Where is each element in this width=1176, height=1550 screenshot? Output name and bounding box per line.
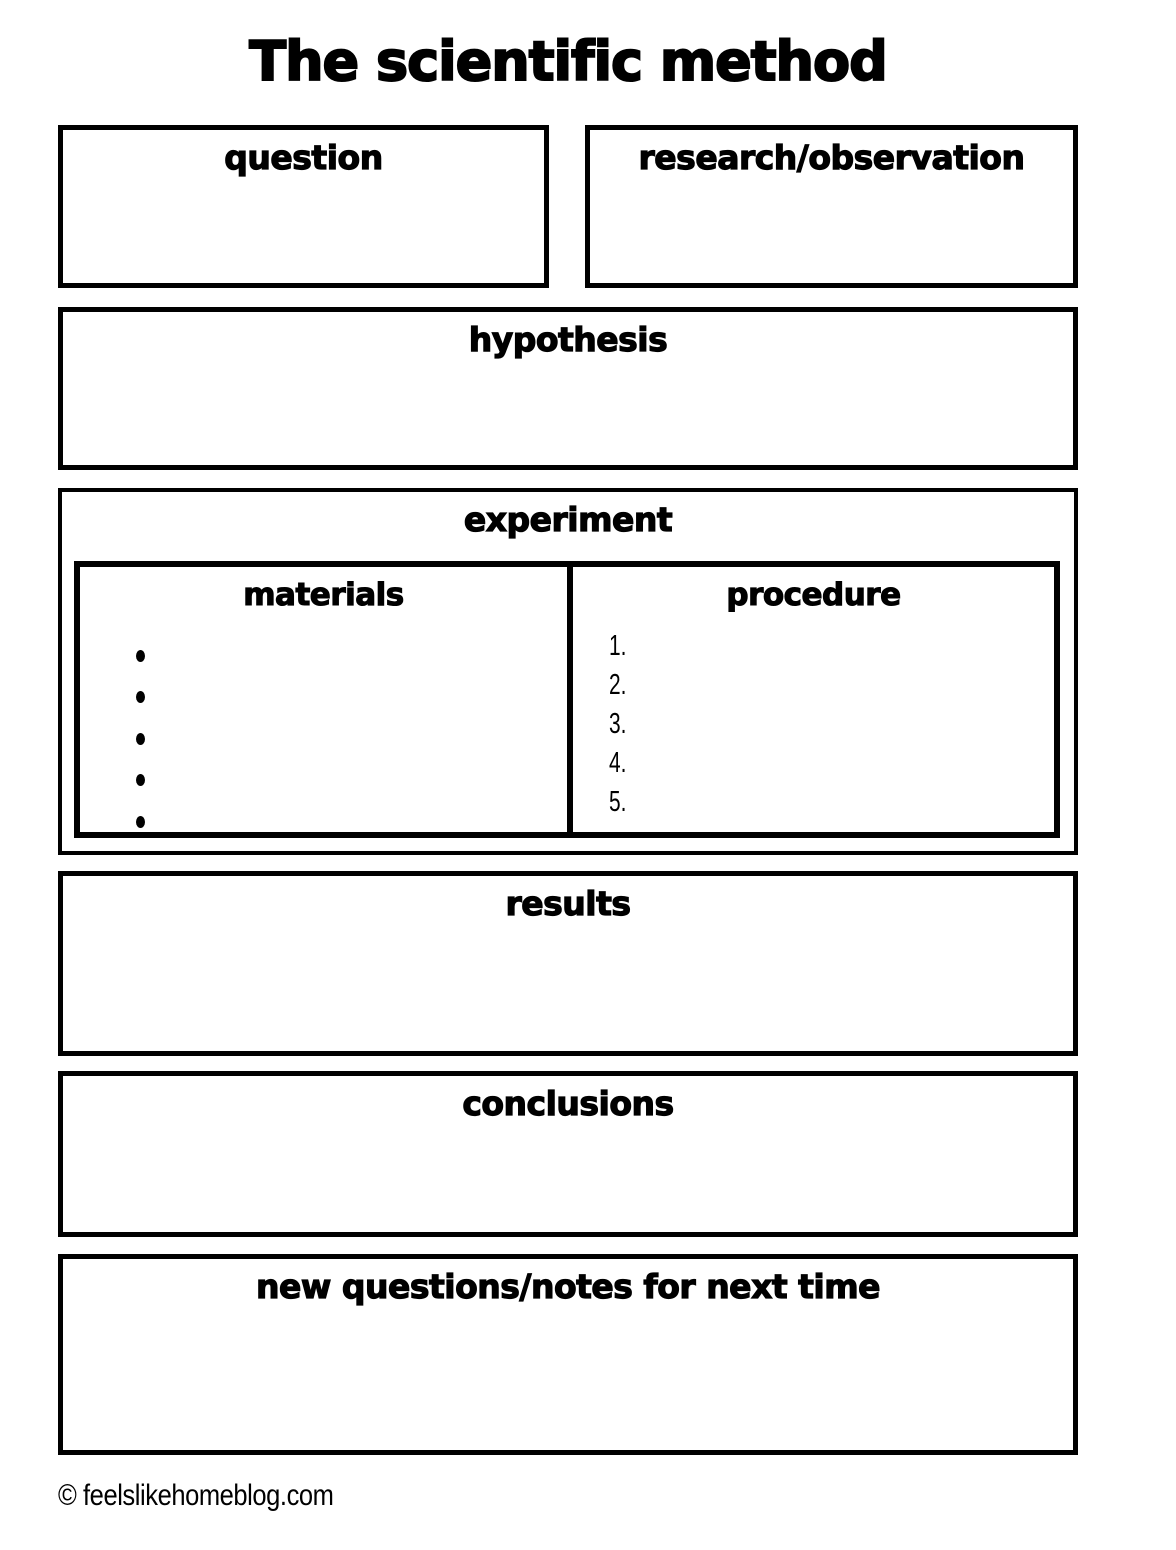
- bullet-dot-icon: [136, 691, 145, 704]
- procedure-step: 1.: [609, 630, 627, 662]
- new-questions-writing-area: [63, 1306, 1073, 1450]
- procedure-step: 2.: [609, 669, 627, 701]
- materials-column: materials: [80, 567, 573, 832]
- bullet-item: [136, 677, 567, 719]
- bullet-item: [136, 718, 567, 760]
- experiment-label: experiment: [463, 499, 673, 539]
- bullet-dot-icon: [136, 815, 145, 828]
- hypothesis-writing-area: [63, 359, 1073, 465]
- bullet-dot-icon: [136, 732, 145, 745]
- new-questions-box: new questions/notes for next time: [58, 1254, 1078, 1455]
- results-box: results: [58, 871, 1078, 1056]
- research-observation-writing-area: [590, 177, 1073, 283]
- materials-procedure-table: materials procedure 1. 2. 3.: [74, 561, 1060, 838]
- results-writing-area: [63, 923, 1073, 1051]
- top-row: question research/observation: [58, 125, 1078, 288]
- conclusions-label: conclusions: [462, 1083, 675, 1123]
- question-label: question: [224, 137, 384, 177]
- bullet-item: [136, 801, 567, 843]
- bullet-dot-icon: [136, 649, 145, 662]
- research-observation-box: research/observation: [585, 125, 1078, 288]
- bullet-item: [136, 760, 567, 802]
- hypothesis-box: hypothesis: [58, 307, 1078, 470]
- results-label: results: [505, 883, 632, 923]
- research-observation-label: research/observation: [638, 137, 1026, 177]
- procedure-step: 5.: [609, 786, 627, 818]
- copyright-footer: © feelslikehomeblog.com: [58, 1479, 334, 1512]
- new-questions-label: new questions/notes for next time: [255, 1266, 881, 1306]
- procedure-step: 3.: [609, 708, 627, 740]
- page-title: The scientific method: [248, 29, 888, 94]
- procedure-step-list: 1. 2. 3. 4. 5.: [573, 627, 919, 822]
- question-writing-area: [63, 177, 544, 283]
- experiment-box: experiment materials procedure 1.: [58, 488, 1078, 855]
- bullet-item: [136, 635, 567, 677]
- conclusions-writing-area: [63, 1123, 1073, 1232]
- question-box: question: [58, 125, 549, 288]
- conclusions-box: conclusions: [58, 1071, 1078, 1237]
- procedure-column: procedure 1. 2. 3. 4. 5.: [573, 567, 1054, 832]
- materials-bullet-list: [80, 635, 567, 843]
- materials-label: materials: [243, 576, 405, 613]
- procedure-label: procedure: [726, 576, 902, 613]
- procedure-step: 4.: [609, 747, 627, 779]
- hypothesis-label: hypothesis: [468, 319, 668, 359]
- bullet-dot-icon: [136, 774, 145, 787]
- worksheet-content: The scientific method question research/…: [58, 0, 1078, 1513]
